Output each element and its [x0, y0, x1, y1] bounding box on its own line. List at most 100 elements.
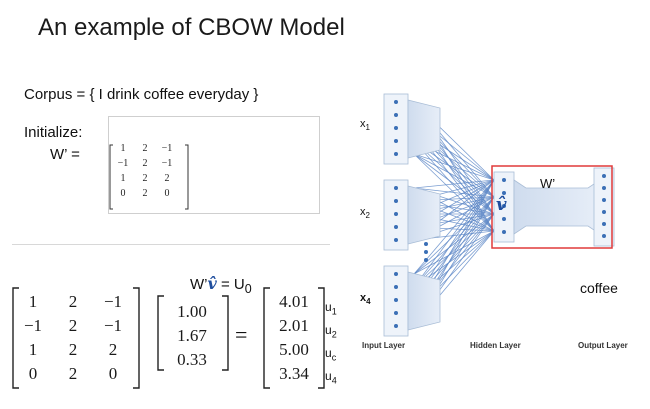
- small-matrix-cell: 2: [164, 173, 170, 184]
- matrix-cell: 1: [28, 340, 38, 359]
- result-label-base: u: [325, 369, 332, 383]
- ellipsis-dot: [424, 242, 428, 246]
- small-matrix-cell: 2: [142, 158, 148, 169]
- result-label-sub: 2: [331, 329, 337, 340]
- result-label-sub: c: [331, 352, 337, 363]
- matrix-cell: 0: [108, 364, 118, 383]
- small-matrix-cell: 1: [120, 173, 126, 184]
- matrix-cell: 2: [68, 340, 78, 359]
- input-neuron: [394, 113, 398, 117]
- input-projection-box: [407, 185, 441, 245]
- small-matrix-cell: −1: [161, 158, 173, 169]
- input-neuron: [394, 186, 398, 190]
- result-label-sub: 1: [331, 306, 337, 317]
- hidden-layer-label: Hidden Layer: [470, 341, 521, 350]
- v-hat-symbol: v̂: [207, 274, 217, 293]
- hidden-output-highlight: [491, 165, 613, 249]
- result-label-base: u: [325, 323, 332, 337]
- input-label-x4: x4: [360, 292, 371, 307]
- output-neuron: [602, 186, 606, 190]
- connection-edge: [413, 213, 495, 275]
- small-matrix-brackets: [109, 144, 189, 210]
- divider-line: [12, 244, 330, 245]
- matrix-cell: −1: [103, 292, 123, 311]
- connection-edge: [413, 179, 495, 189]
- small-matrix-cell: 0: [120, 188, 126, 199]
- input-neuron: [394, 139, 398, 143]
- small-matrix-cell: −1: [161, 143, 173, 154]
- matrix-cell: 2: [68, 364, 78, 383]
- result-cell: 4.01: [279, 292, 309, 311]
- matrix-cell: 2: [68, 292, 78, 311]
- matrix-cell: −1: [103, 316, 123, 335]
- output-layer-label: Output Layer: [578, 341, 628, 350]
- input-neuron: [394, 152, 398, 156]
- input-neuron: [394, 238, 398, 242]
- result-label: u4: [325, 369, 337, 385]
- output-neuron: [602, 222, 606, 226]
- matrix-cell: −1: [23, 316, 43, 335]
- output-word: coffee: [580, 280, 618, 296]
- input-neuron: [394, 285, 398, 289]
- hidden-neuron: [502, 191, 506, 195]
- result-label-base: u: [325, 300, 332, 314]
- hidden-v-hat-symbol: v̂: [496, 194, 507, 215]
- hidden-neuron: [502, 217, 506, 221]
- input-layer-label: Input Layer: [362, 341, 406, 350]
- input-neuron: [394, 199, 398, 203]
- input-neuron: [394, 212, 398, 216]
- result-label-sub: 4: [331, 375, 337, 386]
- input-neuron: [394, 298, 398, 302]
- weight-matrix: 1 2 −1 −1 2 −1 1 2 2 0 2 0: [16, 292, 138, 392]
- input-neuron: [394, 272, 398, 276]
- connection-edge: [413, 153, 495, 181]
- connection-edge: [413, 179, 495, 275]
- input-neuron: [394, 324, 398, 328]
- corpus-text: Corpus = { I drink coffee everyday }: [24, 86, 259, 103]
- cbow-network-diagram: [383, 93, 615, 337]
- output-neuron: [602, 174, 606, 178]
- result-label: u1: [325, 300, 337, 316]
- equation-label: W’v̂ = U0: [190, 274, 252, 296]
- result-cell: 2.01: [279, 316, 309, 335]
- output-vector-box: [593, 167, 615, 247]
- result-cell: 5.00: [279, 340, 309, 359]
- small-matrix-cell: 1: [120, 143, 126, 154]
- network-layers: [383, 93, 615, 337]
- hidden-neuron: [502, 204, 506, 208]
- equation-rhs-sub: 0: [244, 282, 252, 296]
- matrix-cell: 2: [108, 340, 118, 359]
- output-neuron: [602, 210, 606, 214]
- input-neuron: [394, 100, 398, 104]
- matrix-cell: 2: [68, 316, 78, 335]
- small-matrix-cell: 2: [142, 188, 148, 199]
- equals-sign: =: [235, 322, 248, 347]
- hidden-output-projection: [513, 179, 601, 235]
- matrix-cell: 0: [28, 364, 38, 383]
- vector-cell: 1.00: [177, 302, 207, 321]
- small-matrix-cell: −1: [117, 158, 129, 169]
- ellipsis-dot: [424, 258, 428, 262]
- network-w-prime-label: W’: [540, 176, 556, 191]
- vector-cell: 1.67: [177, 326, 207, 345]
- small-matrix-cell: 0: [164, 188, 170, 199]
- result-cell: 3.34: [279, 364, 309, 383]
- matrix-cell: 1: [28, 292, 38, 311]
- input-projection-box: [407, 271, 441, 331]
- input-label-x2: x2: [360, 206, 370, 221]
- w-prime-label: W’ =: [50, 146, 80, 163]
- result-vector: 4.01 2.01 5.00 3.34: [268, 292, 322, 392]
- connection-edge: [413, 196, 495, 288]
- result-label: u2: [325, 323, 337, 339]
- small-matrix-cell: 2: [142, 143, 148, 154]
- output-neuron: [602, 198, 606, 202]
- input-neuron: [394, 311, 398, 315]
- hidden-neuron: [502, 230, 506, 234]
- result-label: uc: [325, 346, 336, 362]
- initialize-label: Initialize:: [24, 124, 83, 141]
- page-title: An example of CBOW Model: [38, 14, 345, 41]
- input-label-x1: x1: [360, 118, 370, 133]
